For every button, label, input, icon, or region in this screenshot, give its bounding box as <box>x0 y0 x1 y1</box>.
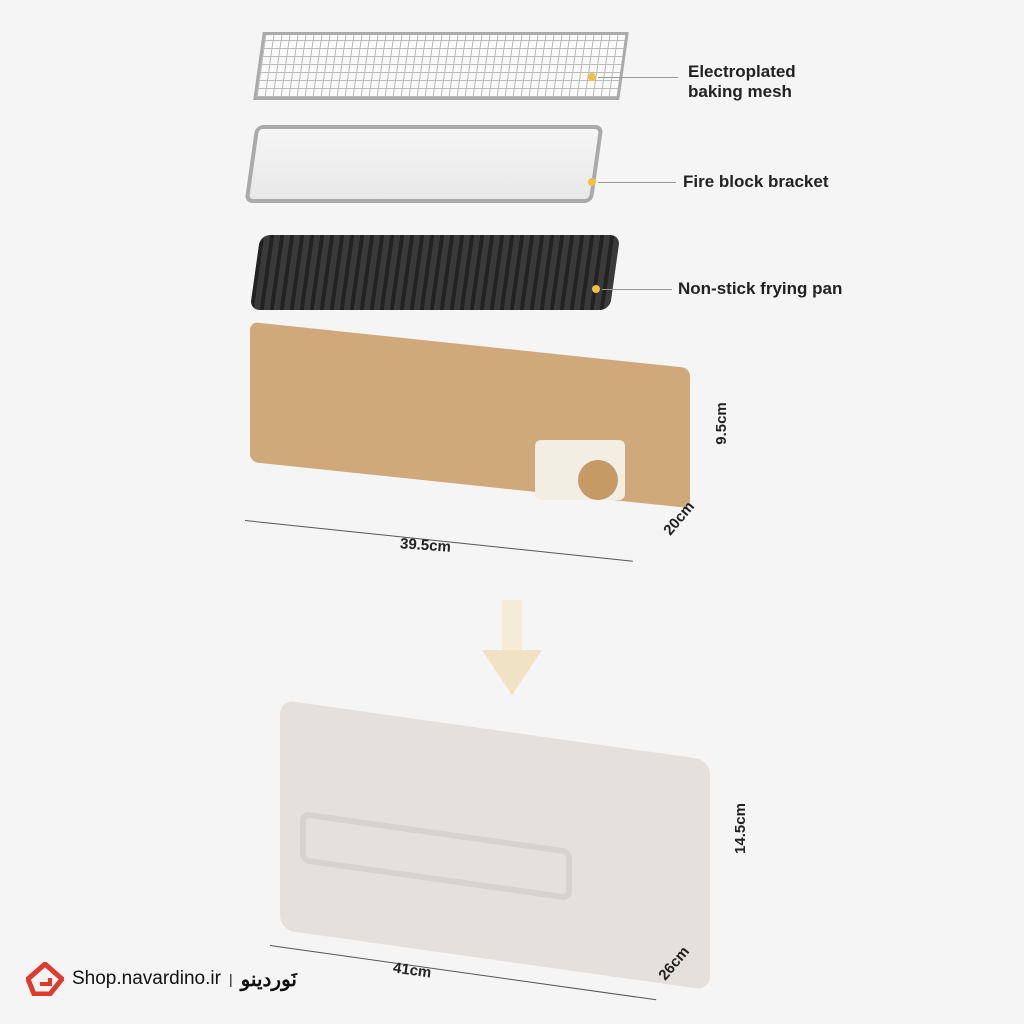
case-height: 14.5cm <box>731 803 749 854</box>
navardino-logo-icon <box>26 962 64 996</box>
callout-line <box>602 289 672 290</box>
frying-pan-image <box>249 235 621 310</box>
callout-dot <box>588 73 596 81</box>
brand-name: نَوردینو <box>240 968 297 991</box>
label-fire-block-bracket: Fire block bracket <box>683 172 829 191</box>
brand-watermark: Shop.navardino.ir | نَوردینو <box>26 962 297 996</box>
stove-length: 39.5cm <box>399 535 452 556</box>
case-length: 41cm <box>392 959 433 982</box>
brand-url: Shop.navardino.ir <box>72 968 221 989</box>
brand-separator: | <box>228 971 233 987</box>
arrow-down-icon <box>482 600 542 695</box>
callout-dot <box>592 285 600 293</box>
callout-line <box>598 77 678 78</box>
baking-mesh-image <box>253 32 629 100</box>
control-knob <box>578 460 618 500</box>
label-frying-pan: Non-stick frying pan <box>678 279 843 298</box>
callout-line <box>598 182 676 183</box>
label-baking-mesh: Electroplated baking mesh <box>688 62 796 101</box>
callout-dot <box>588 178 596 186</box>
stove-height: 9.5cm <box>712 402 730 445</box>
fire-block-bracket-image <box>244 125 604 203</box>
